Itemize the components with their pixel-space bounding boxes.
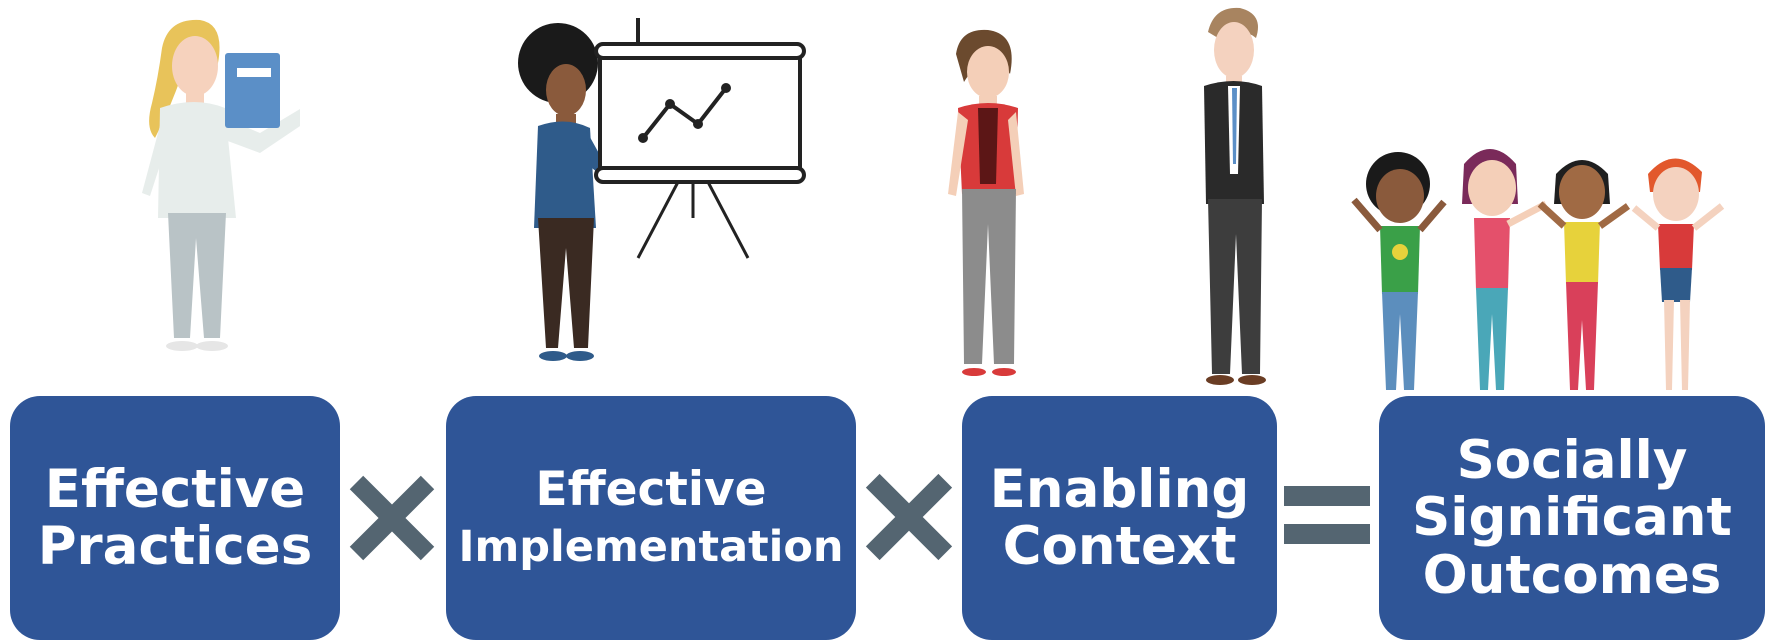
- effective-practices-line2: Practices: [37, 516, 313, 577]
- effective-implementation-line2: Implementation: [458, 522, 844, 573]
- effective-implementation-line1: Effective: [535, 462, 767, 518]
- outcomes-line2: Significant: [1412, 487, 1732, 549]
- enabling-context-line1: Enabling: [989, 458, 1250, 520]
- multiply-icon: [865, 473, 953, 561]
- enabling-context-box: Enabling Context: [962, 396, 1277, 640]
- outcomes-line1: Socially: [1456, 430, 1688, 492]
- woman-presenting-chart-illustration: [518, 18, 806, 361]
- group-of-children-illustration: [1351, 149, 1725, 390]
- outcomes-line3: Outcomes: [1422, 544, 1722, 606]
- effective-practices-line1: Effective: [44, 458, 306, 520]
- socially-significant-outcomes-box: Socially Significant Outcomes: [1379, 396, 1765, 640]
- equals-icon: [1284, 486, 1370, 544]
- multiply-icon: [349, 475, 435, 561]
- effective-practices-box: Effective Practices: [10, 396, 340, 640]
- enabling-context-line2: Context: [1002, 516, 1237, 577]
- woman-holding-book-illustration: [142, 19, 300, 351]
- effective-implementation-box: Effective Implementation: [446, 396, 856, 640]
- man-in-suit-illustration: [1204, 7, 1266, 385]
- woman-standing-illustration: [948, 29, 1024, 376]
